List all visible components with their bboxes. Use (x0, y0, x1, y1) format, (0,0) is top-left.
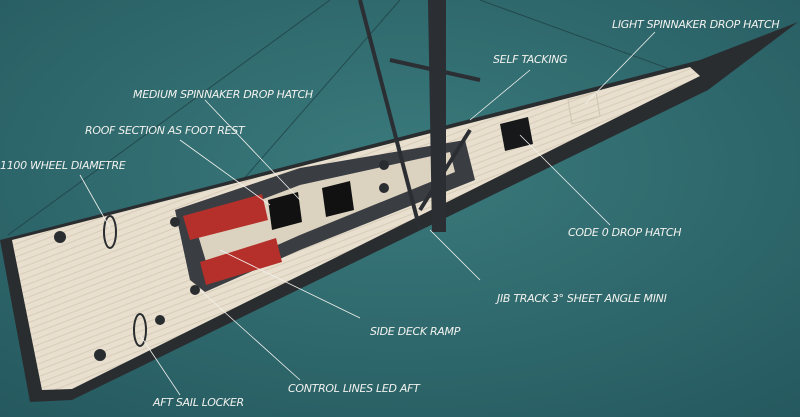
medium-spinnaker-hatch (268, 192, 302, 230)
label-side-deck-ramp: SIDE DECK RAMP (370, 325, 461, 338)
roof-hatch (322, 181, 354, 217)
mast (358, 0, 481, 232)
label-self-tacking: SELF TACKING (493, 53, 568, 66)
deck (12, 67, 700, 390)
label-medium-spinnaker-drop-hatch: MEDIUM SPINNAKER DROP HATCH (133, 88, 313, 101)
winches (54, 160, 389, 361)
label-jib-track: JIB TRACK 3° SHEET ANGLE MINI (497, 292, 667, 305)
cushion-port (183, 194, 268, 240)
label-code0-drop-hatch: CODE 0 DROP HATCH (568, 226, 682, 239)
label-wheel-diameter: 1100 WHEEL DIAMETRE (0, 159, 126, 172)
code0-hatch (500, 117, 533, 151)
light-spinnaker-hatch (567, 91, 601, 125)
label-aft-sail-locker: AFT SAIL LOCKER (153, 396, 244, 409)
leader-lines (79, 31, 656, 396)
label-light-spinnaker-drop-hatch: LIGHT SPINNAKER DROP HATCH (612, 18, 780, 31)
cushion-starboard (200, 238, 282, 285)
steering-wheels (103, 215, 147, 347)
label-roof-section: ROOF SECTION AS FOOT REST (85, 124, 245, 137)
label-control-lines: CONTROL LINES LED AFT (288, 382, 420, 395)
